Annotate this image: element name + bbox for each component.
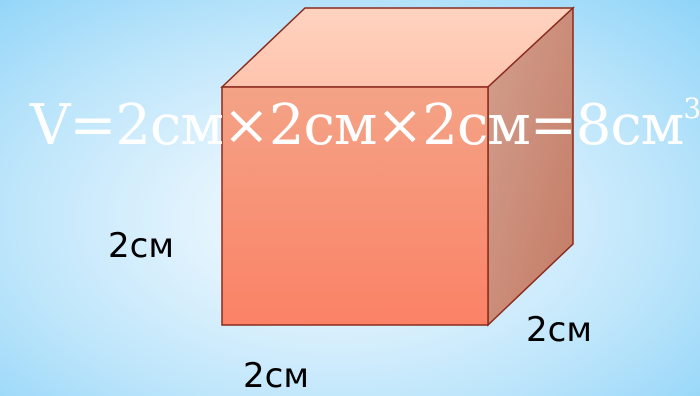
- cube-front-face: [221, 86, 489, 326]
- volume-formula: V=2см×2см×2см=8см3: [30, 95, 700, 154]
- width-label: 2см: [243, 356, 309, 396]
- height-label: 2см: [108, 226, 174, 266]
- volume-formula-text: V=2см×2см×2см=8см: [30, 93, 684, 158]
- volume-formula-exponent: 3: [683, 92, 700, 126]
- depth-label: 2см: [526, 310, 592, 350]
